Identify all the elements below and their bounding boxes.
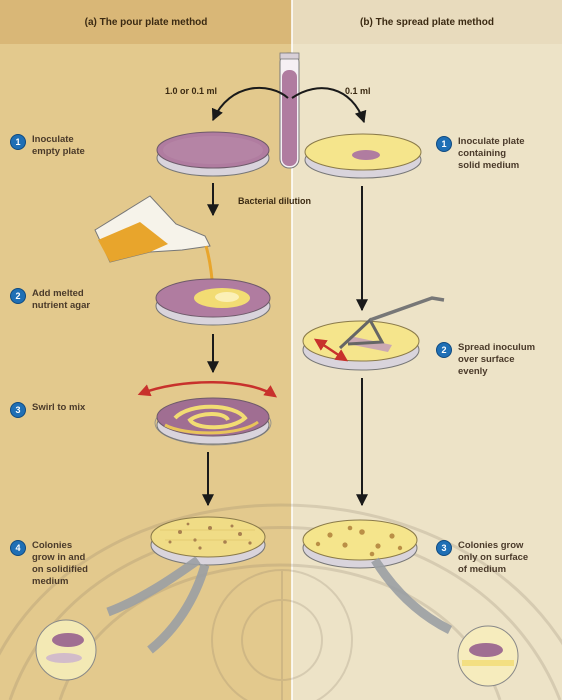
step-number-badge: 1	[10, 134, 26, 150]
step-label: Colonies grow only on surface of medium	[458, 540, 528, 576]
step-label: Swirl to mix	[32, 402, 85, 414]
panel-b-step-3: 3 Colonies grow only on surface of mediu…	[436, 540, 528, 576]
step-number-badge: 2	[10, 288, 26, 304]
step-label: Inoculate empty plate	[32, 134, 85, 158]
spread-plate-colonies-icon	[303, 520, 417, 568]
panel-a-step-1: 1 Inoculate empty plate	[10, 134, 85, 158]
step-label: Add melted nutrient agar	[32, 288, 90, 312]
panel-a-title: (a) The pour plate method	[0, 0, 292, 44]
empty-plate-with-inoculum-icon	[157, 132, 269, 176]
spread-plate-magnified-view-icon	[458, 626, 518, 686]
panel-a-step-2: 2 Add melted nutrient agar	[10, 288, 90, 312]
step-label: Spread inoculum over surface evenly	[458, 342, 535, 378]
bacterial-dilution-label: Bacterial dilution	[238, 196, 311, 206]
step-number-badge: 4	[10, 540, 26, 556]
pour-plate-colonies-icon	[151, 517, 265, 565]
plate-with-melted-agar-icon	[156, 279, 270, 325]
panel-a-step-4: 4 Colonies grow in and on solidified med…	[10, 540, 88, 588]
pour-plate-magnified-view-icon	[36, 620, 96, 680]
step-number-badge: 3	[436, 540, 452, 556]
solid-medium-plate-icon	[305, 134, 421, 178]
panel-b-step-2: 2 Spread inoculum over surface evenly	[436, 342, 535, 378]
panel-b-title: (b) The spread plate method	[292, 0, 562, 44]
bacterial-dilution-tube-icon	[280, 53, 299, 168]
panel-a-step-3: 3 Swirl to mix	[10, 402, 85, 418]
step-number-badge: 1	[436, 136, 452, 152]
panel-a-volume-label: 1.0 or 0.1 ml	[165, 86, 217, 96]
panel-b-step-1: 1 Inoculate plate containing solid mediu…	[436, 136, 525, 172]
step-label: Inoculate plate containing solid medium	[458, 136, 525, 172]
panel-b-volume-label: 0.1 ml	[345, 86, 371, 96]
step-number-badge: 2	[436, 342, 452, 358]
step-number-badge: 3	[10, 402, 26, 418]
step-label: Colonies grow in and on solidified mediu…	[32, 540, 88, 588]
